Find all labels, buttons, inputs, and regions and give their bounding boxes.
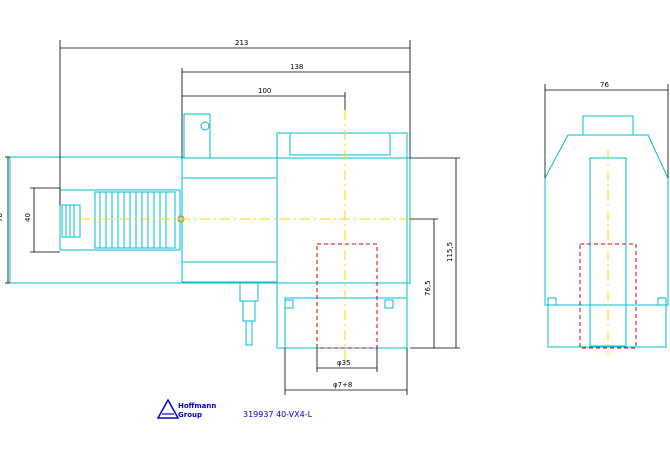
dim-100: 100 (258, 87, 271, 95)
front-view: 76 (544, 81, 669, 355)
side-view (9, 110, 411, 360)
ribbed-collet (94, 191, 176, 249)
housing-top-step (181, 157, 278, 179)
dim-dia-35: φ35 (337, 359, 351, 367)
logo-line1: Hoffmann (178, 402, 216, 410)
front-top-cap (582, 115, 634, 136)
dim-78: 78 (0, 213, 4, 222)
coolant-fitting (239, 282, 259, 302)
hoffmann-logo: Hoffmann Group (156, 398, 216, 419)
collet-nut (59, 189, 181, 251)
part-code: 319937 40-VX4-L (243, 410, 313, 419)
dim-138: 138 (290, 63, 303, 71)
coolant-bracket (183, 113, 211, 159)
front-base (547, 304, 667, 348)
screw-icon (200, 121, 210, 131)
main-housing (181, 157, 411, 284)
dim-76: 76 (600, 81, 609, 89)
dim-115-5: 115,5 (446, 242, 454, 262)
title-block: Hoffmann Group 319937 40-VX4-L (156, 398, 313, 419)
logo-line2: Group (178, 411, 202, 419)
tool-tip (61, 204, 81, 238)
shank-body (9, 156, 183, 284)
hidden-spindle (316, 243, 378, 349)
dim-40: 40 (24, 213, 32, 222)
dimension-lines: 213 138 100 78 40 115,5 76,5 φ35 (0, 39, 460, 395)
front-body (544, 134, 669, 306)
dim-76-5: 76,5 (424, 280, 432, 296)
dim-dia-7: φ7+8 (333, 381, 352, 389)
right-block (276, 132, 408, 349)
dim-213: 213 (235, 39, 248, 47)
